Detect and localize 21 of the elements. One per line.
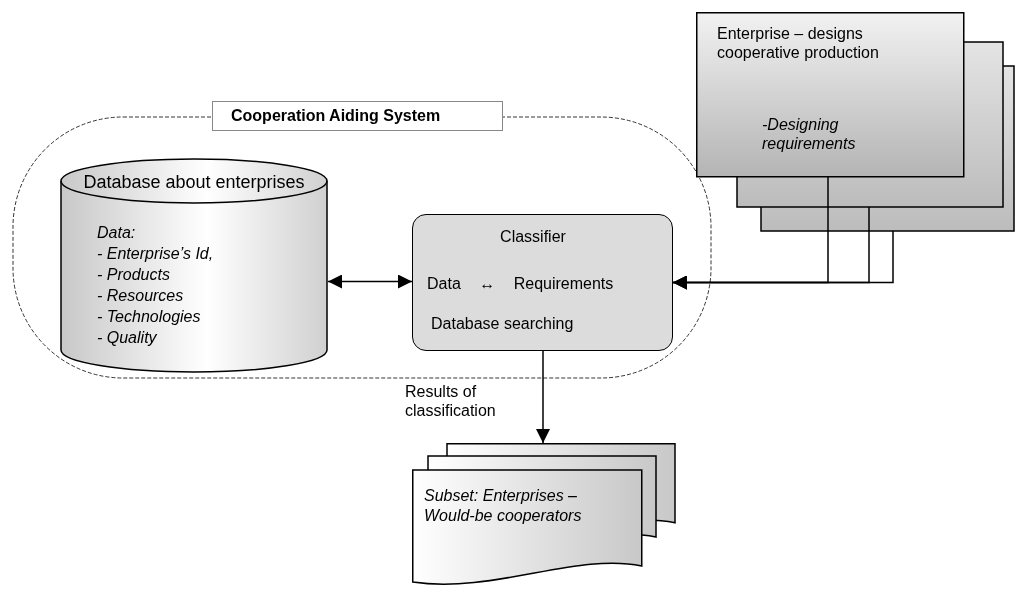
box-heading: Classifier (499, 227, 567, 246)
boundary-title: Cooperation Aiding System (212, 101, 503, 131)
list-item: - Enterprise’s Id, (97, 244, 214, 263)
list-heading: Data: (97, 223, 136, 242)
arrow (536, 350, 550, 444)
box-text: -Designing requirements (762, 115, 857, 153)
list-item: - Quality (97, 328, 157, 347)
edge-label: Results of classification (405, 382, 497, 420)
box-text: Data ↔ Requirements (427, 274, 614, 293)
box-heading: Enterprise – designs cooperative production (717, 24, 880, 62)
list-item: - Technologies (97, 307, 201, 326)
list-item: - Products (97, 265, 170, 284)
box-text: Database searching (431, 314, 574, 333)
cylinder-heading: Database about enterprises (82, 172, 306, 193)
system-boundary (12, 101, 712, 379)
database-cylinder (60, 158, 328, 373)
process-box (412, 214, 673, 351)
document-text: Subset: Enterprises – Would-be cooperators (424, 486, 583, 526)
stacked-boxes-drawing (696, 12, 1016, 232)
list-item: - Resources (97, 286, 184, 305)
arrow (327, 274, 413, 289)
